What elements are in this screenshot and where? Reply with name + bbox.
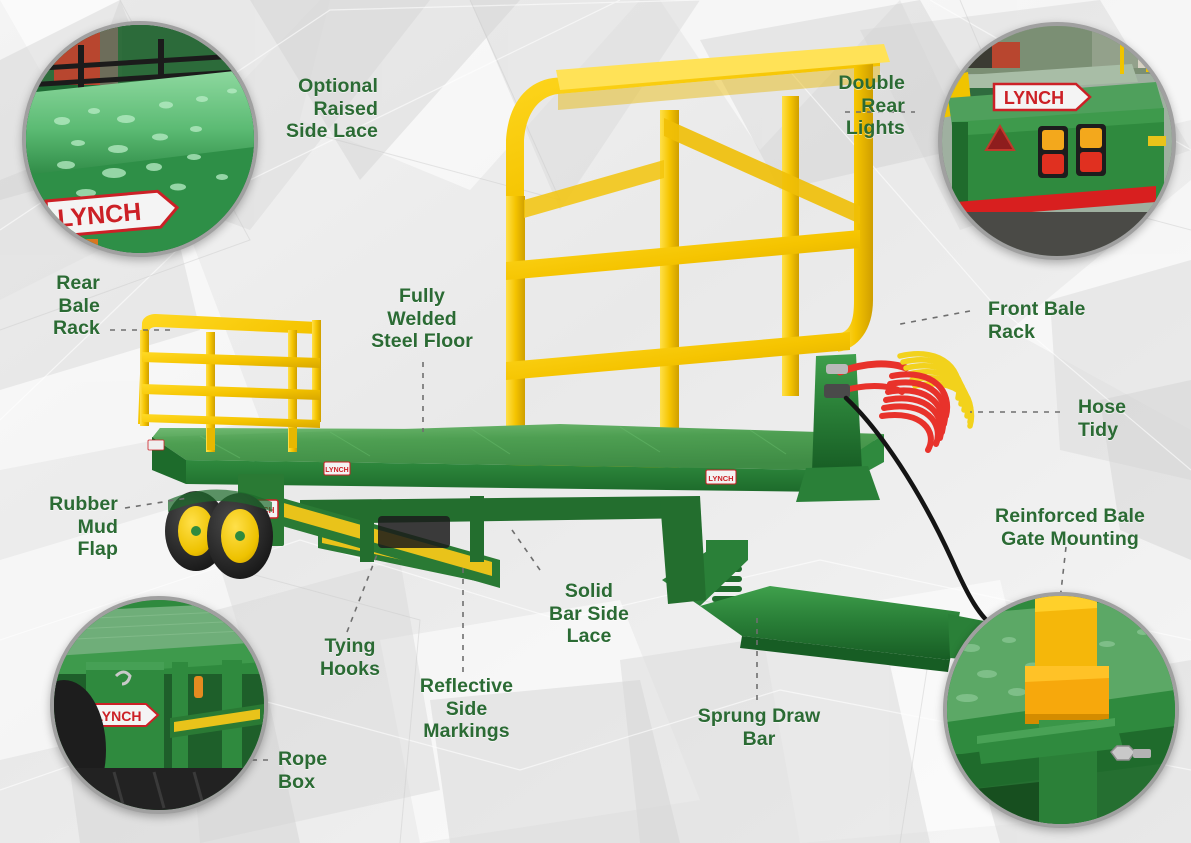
callout-optional-raised-side-lace: Optional Raised Side Lace (286, 75, 378, 143)
callout-double-rear-lights: Double Rear Lights (838, 72, 905, 140)
photo-rope-box: LYNCH (54, 600, 264, 810)
callout-reflective-side-markings: Reflective Side Markings (419, 675, 514, 743)
callout-front-bale-rack: Front Bale Rack (988, 298, 1086, 343)
callout-rubber-mud-flap: Rubber Mud Flap (49, 493, 118, 561)
inset-bale-gate-mounting[interactable] (943, 592, 1179, 828)
hose-tidy-art (824, 351, 999, 631)
callout-sprung-draw-bar: Sprung Draw Bar (697, 705, 821, 750)
callout-hose-tidy: Hose Tidy (1078, 396, 1127, 441)
callout-fully-welded-steel-floor: Fully Welded Steel Floor (371, 285, 473, 353)
photo-bale-gate-mounting (947, 596, 1175, 824)
photo-rear-lights: LYNCH (942, 26, 1172, 256)
wheels-art (165, 489, 273, 579)
svg-text:LYNCH: LYNCH (95, 708, 142, 724)
svg-text:LYNCH: LYNCH (325, 467, 348, 474)
callout-solid-bar-side-lace: Solid Bar Side Lace (549, 580, 629, 648)
trailer-bed-art: LYNCH LYNCH LYNCH (147, 424, 884, 588)
inset-rope-box[interactable]: LYNCH (50, 596, 268, 814)
callout-rear-bale-rack: Rear Bale Rack (52, 272, 100, 340)
photo-raised-side-lace: LYNCH (26, 25, 254, 253)
svg-text:LYNCH: LYNCH (1004, 88, 1064, 108)
callout-tying-hooks: Tying Hooks (319, 635, 381, 680)
rear-bale-rack-art (138, 314, 321, 452)
svg-text:LYNCH: LYNCH (708, 474, 733, 483)
callout-reinforced-bale-gate-mounting: Reinforced Bale Gate Mounting (995, 505, 1145, 550)
callout-rope-box: Rope Box (278, 748, 328, 793)
inset-raised-side-lace[interactable]: LYNCH (22, 21, 258, 257)
inset-rear-lights[interactable]: LYNCH (938, 22, 1176, 260)
front-bale-rack-art (506, 44, 890, 482)
